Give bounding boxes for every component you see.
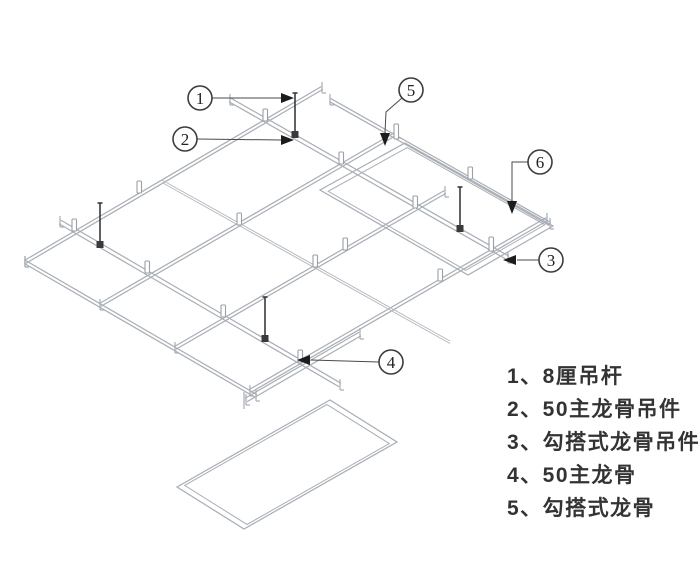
hanger-tab: [220, 304, 227, 318]
hanger-tab: [312, 254, 319, 268]
hook-runner-2: [98, 127, 401, 311]
ceiling-panel-installed: [318, 142, 555, 276]
callout-arrow-5: [380, 133, 390, 146]
callout-number-1: 1: [196, 89, 205, 108]
callout-circle-6: [527, 149, 553, 175]
runner-b-5: [23, 256, 260, 402]
callout-circle-3: [538, 247, 564, 273]
legend-item-5: 5、勾搭式龙骨: [507, 492, 700, 525]
legend-text-4: 4、50主龙骨: [507, 464, 637, 487]
hanger-tab: [144, 260, 151, 274]
rod-hanger-clip: [456, 225, 464, 232]
rod-hanger-clip: [291, 131, 299, 138]
legend-item-1: 1、8厘吊杆: [507, 360, 700, 393]
rod-hanger-clip: [96, 241, 104, 248]
hanger-tabs: [71, 108, 495, 363]
callout-number-4: 4: [387, 353, 396, 372]
hanger-tab: [412, 195, 419, 209]
callout-number-6: 6: [536, 153, 545, 172]
callout-3: 3: [503, 247, 564, 273]
legend-item-3: 3、勾搭式龙骨吊件: [507, 426, 700, 459]
hanger-rod-4: [261, 296, 269, 342]
legend-text-5: 5、勾搭式龙骨: [507, 497, 656, 520]
runner-b-3: [161, 179, 451, 344]
callout-circle-4: [378, 349, 404, 375]
callout-2: 2: [172, 126, 294, 152]
callout-arrow-4: [297, 355, 310, 365]
legend: 1、8厘吊杆 2、50主龙骨吊件 3、勾搭式龙骨吊件 4、50主龙骨 5、勾搭式…: [507, 360, 700, 525]
callout-number-2: 2: [181, 130, 190, 149]
callout-number-3: 3: [547, 251, 556, 270]
hanger-tab: [262, 108, 269, 122]
rod-hanger-clip: [261, 335, 269, 342]
legend-text-2: 2、50主龙骨吊件: [507, 398, 682, 421]
hanger-rod-1: [291, 92, 299, 138]
hanger-tab: [338, 151, 345, 165]
callout-arrow-2: [281, 135, 294, 145]
callout-circle-1: [187, 85, 213, 111]
legend-text-3: 3、勾搭式龙骨吊件: [507, 431, 700, 454]
ceiling-panel-detached: [175, 399, 399, 530]
hanger-rod-2: [456, 186, 464, 232]
legend-item-2: 2、50主龙骨吊件: [507, 393, 700, 426]
legend-item-4: 4、50主龙骨: [507, 459, 700, 492]
callout-circle-2: [172, 126, 198, 152]
hanger-tab: [393, 123, 400, 140]
callout-arrow-6: [507, 201, 517, 214]
hanger-tab: [136, 180, 143, 194]
hanger-tab: [467, 166, 474, 180]
callout-number-5: 5: [407, 81, 416, 100]
hook-runner-1: [23, 82, 326, 268]
hanger-tab: [71, 218, 78, 232]
hook-runner-3: [173, 186, 449, 354]
callout-circle-5: [398, 77, 424, 103]
callout-4: 4: [297, 349, 404, 375]
main-runner-4: [58, 216, 344, 391]
callout-6: 6: [507, 149, 553, 214]
hanger-tab: [488, 236, 495, 252]
callout-arrow-3: [503, 255, 516, 265]
hanger-tab: [342, 237, 349, 251]
legend-text-1: 1、8厘吊杆: [507, 365, 624, 388]
hanger-rod-3: [96, 202, 104, 248]
callout-1: 1: [187, 85, 294, 111]
callout-arrow-1: [281, 93, 294, 103]
hanger-tab: [236, 212, 243, 226]
hanger-tab: [437, 268, 444, 282]
callout-5: 5: [380, 77, 424, 146]
